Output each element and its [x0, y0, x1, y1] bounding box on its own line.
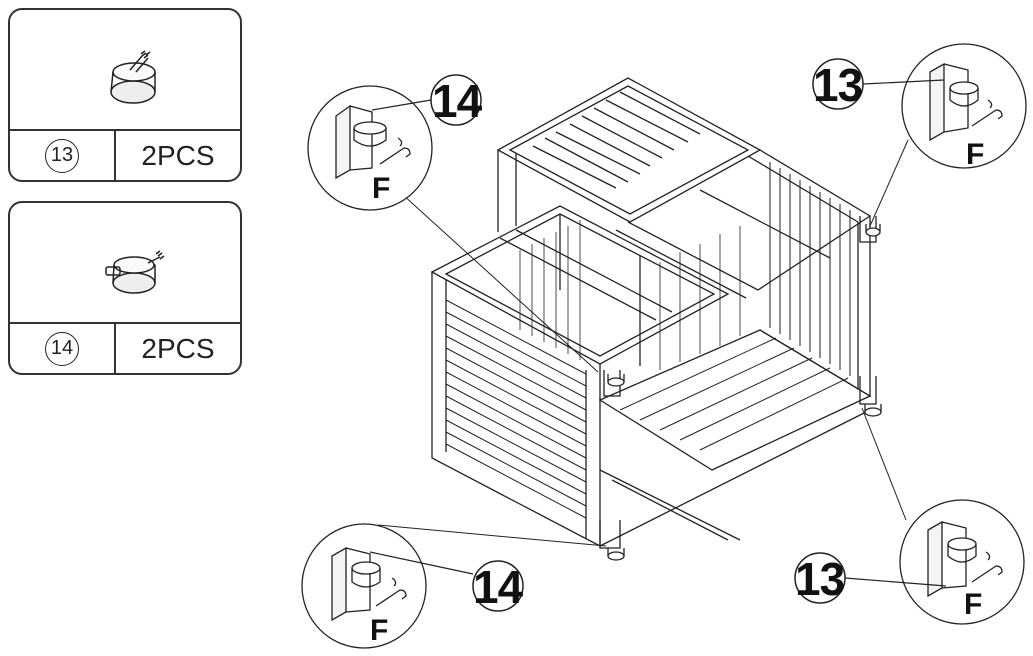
- callout-number-circles: [430, 58, 864, 612]
- swivel-caster-icon: [110, 50, 156, 104]
- callout-leaders: [377, 139, 909, 547]
- part-quantity-13: 2PCS: [141, 140, 215, 171]
- part-quantity-14: 2PCS: [141, 333, 215, 364]
- part-card-14: 14 2PCS: [8, 201, 242, 375]
- callout-number-bottom-left: 14: [473, 561, 523, 613]
- callout-face-top-left: F: [372, 172, 391, 205]
- part-card-13: 13 2PCS: [8, 8, 242, 182]
- callout-pointers: [369, 79, 947, 587]
- callout-number-top-left: 14: [432, 75, 482, 127]
- detail-drawings: [331, 62, 1003, 622]
- part-number-14: 14: [10, 324, 116, 373]
- hutch-casters: [607, 224, 882, 561]
- callout-face-top-right: F: [966, 138, 985, 171]
- detail-circles: [301, 43, 1027, 649]
- part-image-13: [10, 10, 240, 131]
- callout-number-bottom-right: 13: [795, 553, 845, 605]
- part-number-13: 13: [10, 131, 116, 180]
- locking-caster-icon: [105, 250, 165, 294]
- callout-face-bottom-left: F: [370, 614, 389, 647]
- callout-number-top-right: 13: [813, 59, 863, 111]
- part-image-14: [10, 203, 240, 324]
- hutch-frame: [430, 77, 877, 549]
- callout-face-bottom-right: F: [964, 588, 983, 621]
